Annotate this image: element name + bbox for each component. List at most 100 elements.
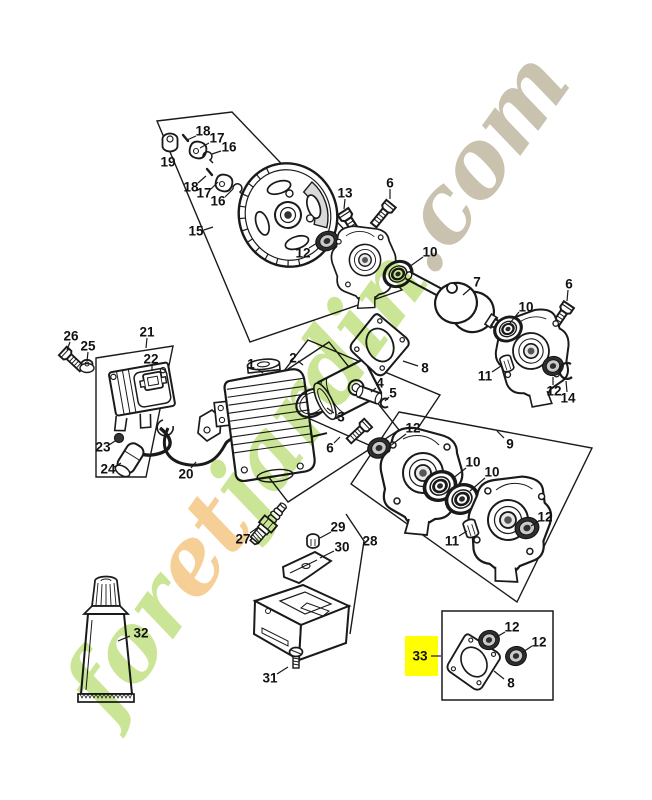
callout-21: 21	[139, 325, 155, 340]
flywheel-drawing	[237, 162, 339, 268]
callout-33: 33	[412, 649, 428, 664]
leader-16	[211, 150, 222, 155]
cylinder-1	[213, 358, 328, 483]
box-seal-12-b	[502, 642, 530, 670]
grommet-23	[113, 432, 125, 444]
callout-17: 17	[209, 131, 224, 146]
leader-11	[458, 530, 468, 537]
callout-23: 23	[95, 440, 111, 455]
leader-3	[326, 407, 335, 414]
leader-8	[402, 360, 419, 367]
leader-12	[530, 520, 540, 527]
callout-25: 25	[80, 339, 96, 354]
callout-27: 27	[235, 532, 250, 547]
nut-19-drawing	[161, 132, 179, 153]
callout-19: 19	[160, 155, 175, 170]
callout-16: 16	[221, 140, 237, 155]
callout-11: 11	[445, 534, 460, 549]
leader-9	[496, 430, 505, 439]
callout-12: 12	[537, 510, 552, 525]
circlip-14	[558, 361, 573, 380]
deflector-30	[281, 550, 333, 585]
callout-28: 28	[362, 534, 378, 549]
callout-9: 9	[506, 437, 514, 452]
callout-32: 32	[133, 626, 148, 641]
leader-23	[108, 440, 116, 446]
screw-31	[288, 646, 304, 669]
spark-plug-27	[249, 502, 288, 546]
leader-1	[256, 368, 264, 374]
callout-8: 8	[421, 361, 429, 376]
callout-22: 22	[143, 352, 158, 367]
leader-12	[522, 645, 533, 653]
leader-10	[408, 256, 424, 268]
leader-20	[190, 461, 197, 469]
leader-26	[66, 341, 71, 351]
callout-17: 17	[196, 186, 211, 201]
callout-2: 2	[289, 351, 297, 366]
group-15-outline	[155, 111, 404, 343]
leader-14	[565, 380, 568, 393]
callout-8: 8	[507, 676, 515, 691]
callout-24: 24	[100, 462, 116, 477]
callout-6: 6	[386, 176, 394, 191]
callout-10: 10	[465, 455, 480, 470]
leader-25	[86, 351, 89, 362]
callout-18: 18	[183, 180, 199, 195]
pin-4	[355, 385, 383, 405]
leader-10	[509, 311, 520, 324]
leader-17	[199, 142, 210, 149]
callout-10: 10	[484, 465, 499, 480]
leader-13	[343, 198, 346, 210]
leader-17	[210, 181, 219, 190]
module-22	[139, 370, 168, 392]
callout-12: 12	[546, 384, 561, 399]
leader-15	[203, 226, 214, 231]
leader-11	[491, 365, 502, 373]
leader-6	[566, 289, 569, 302]
callout-11: 11	[478, 369, 493, 384]
callout-10: 10	[422, 245, 437, 260]
callout-4: 4	[376, 376, 384, 391]
leader-21	[145, 337, 148, 349]
nut-29	[306, 533, 320, 549]
callout-15: 15	[188, 224, 204, 239]
callout-7: 7	[473, 275, 481, 290]
leader-18	[197, 175, 207, 184]
callout-3: 3	[337, 410, 345, 425]
callout-5: 5	[389, 386, 397, 401]
leader-24	[113, 462, 122, 468]
callout-31: 31	[262, 671, 278, 686]
leader-29	[319, 531, 332, 539]
callout-18: 18	[195, 124, 211, 139]
leader-12	[494, 631, 506, 639]
callout-13: 13	[337, 186, 353, 201]
leader-5	[384, 396, 390, 402]
group-9-outline	[350, 411, 594, 604]
leader-27	[249, 527, 258, 534]
washer-25	[79, 358, 95, 374]
callout-12: 12	[295, 246, 310, 261]
cover-28	[252, 583, 352, 662]
clip-5	[379, 397, 389, 409]
callout-14: 14	[560, 391, 576, 406]
callout-6: 6	[326, 441, 334, 456]
callout-12: 12	[531, 635, 546, 650]
leader-12	[389, 433, 407, 447]
leader-2	[297, 360, 304, 366]
plug-boot-24	[114, 442, 145, 478]
callout-26: 26	[63, 329, 79, 344]
leader-8	[493, 670, 505, 680]
leader-10	[469, 477, 486, 492]
leader-16	[224, 188, 234, 198]
pawl-set-a	[181, 133, 214, 164]
callout-12: 12	[405, 421, 420, 436]
callout-30: 30	[334, 540, 349, 555]
leader-4	[370, 387, 377, 393]
leader-12	[308, 242, 318, 249]
leader-10	[451, 467, 467, 480]
group-28-bracket	[345, 513, 365, 635]
callout-1: 1	[247, 357, 255, 372]
pawl-set-b	[205, 167, 244, 196]
